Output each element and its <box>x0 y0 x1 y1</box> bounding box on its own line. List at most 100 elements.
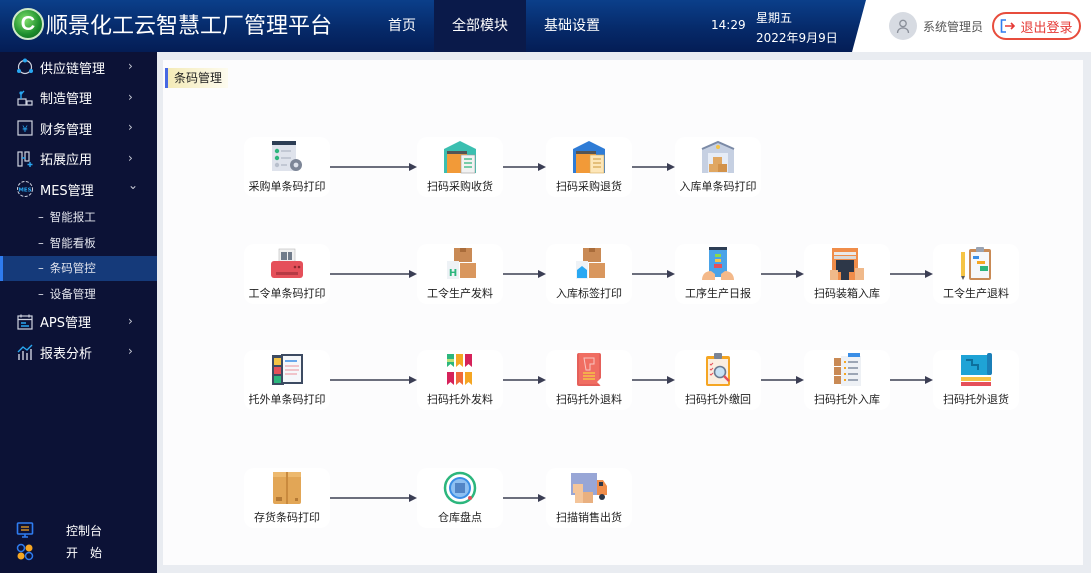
sidebar-item-extension[interactable]: 拓展应用 › <box>0 144 157 175</box>
dash: – <box>38 261 44 276</box>
warehouse-boxes-icon <box>698 138 738 176</box>
console-link[interactable]: 控制台 <box>16 519 146 541</box>
app-title: 顺景化工云智慧工厂管理平台 <box>46 13 333 38</box>
node-label: 入库单条码打印 <box>679 180 757 193</box>
node-label: 采购单条码打印 <box>248 180 326 193</box>
flow-arrow <box>330 163 417 171</box>
sidebar-item-reports[interactable]: 报表分析 › <box>0 337 157 368</box>
flow-arrow <box>503 270 546 278</box>
node-inbound-label-print[interactable]: 入库标签打印 <box>546 244 632 304</box>
node-warehouse-stocktake[interactable]: 仓库盘点 <box>417 468 503 528</box>
sidebar-item-finance[interactable]: ¥ 财务管理 › <box>0 113 157 144</box>
flow-arrow <box>890 376 933 384</box>
sidebar-item-manufacturing[interactable]: 制造管理 › <box>0 83 157 114</box>
node-work-order-barcode-print[interactable]: 工令单条码打印 <box>244 244 330 304</box>
logout-icon <box>1001 19 1016 33</box>
blueprint-ruler-icon <box>956 351 996 389</box>
sidebar-sub-smart-report[interactable]: –智能报工 <box>0 205 157 231</box>
avatar-icon[interactable] <box>889 12 917 40</box>
dash: – <box>38 235 44 250</box>
sidebar-item-label: 制造管理 <box>40 92 93 108</box>
node-label: 仓库盘点 <box>438 511 482 524</box>
sidebar-item-label: 财务管理 <box>40 122 93 138</box>
logout-label: 退出登录 <box>1020 20 1073 36</box>
dash: – <box>38 210 44 225</box>
top-header: C 顺景化工云智慧工厂管理平台 首页 全部模块 基础设置 14:29 星期五 2… <box>0 0 1091 52</box>
node-label: 扫码托外退料 <box>556 393 622 406</box>
barcode-printer-icon <box>267 245 307 283</box>
svg-text:H: H <box>449 268 457 279</box>
sidebar-sub-smart-board[interactable]: –智能看板 <box>0 230 157 256</box>
nav-basic-settings[interactable]: 基础设置 <box>544 18 600 34</box>
logo-icon: C <box>12 8 44 40</box>
sidebar: 供应链管理 › 制造管理 › ¥ 财务管理 › 拓展应用 › MES MES管理… <box>0 52 157 573</box>
sidebar-item-label: 报表分析 <box>40 346 93 362</box>
node-scan-packing-inbound[interactable]: 扫码装箱入库 <box>804 244 890 304</box>
nav-all-modules[interactable]: 全部模块 <box>434 0 526 52</box>
sub-label: 条码管控 <box>49 261 96 276</box>
logout-button[interactable]: 退出登录 <box>992 12 1081 40</box>
node-outsource-barcode-print[interactable]: 托外单条码打印 <box>244 350 330 410</box>
flow-arrow <box>330 494 417 502</box>
node-scan-outsource-return-goods[interactable]: 扫码托外退货 <box>933 350 1019 410</box>
node-label: 扫码采购收货 <box>427 180 493 193</box>
chart-icon <box>16 343 34 361</box>
top-nav: 首页 全部模块 基础设置 <box>370 0 618 52</box>
flow-arrow <box>632 163 675 171</box>
chevron-right-icon: › <box>128 120 133 134</box>
node-label: 工令生产退料 <box>943 287 1009 300</box>
dash: – <box>38 286 44 301</box>
sidebar-item-label: MES管理 <box>40 183 94 199</box>
sidebar-item-supply-chain[interactable]: 供应链管理 › <box>0 52 157 83</box>
sidebar-sub-barcode-control[interactable]: –条码管控 <box>0 255 157 281</box>
node-scan-purchase-receive[interactable]: 扫码采购收货 <box>417 137 503 197</box>
svg-text:MES: MES <box>18 188 31 194</box>
node-label: 扫码托外入库 <box>814 393 880 406</box>
main-content: 条码管理 采购单条码打印 扫码采购收货 扫码采购退货 入库单条码打印 工令单条码… <box>163 60 1083 565</box>
node-purchase-barcode-print[interactable]: 采购单条码打印 <box>244 137 330 197</box>
flow-arrow <box>330 270 417 278</box>
node-scan-outsource-return-in[interactable]: 扫码托外缴回 <box>675 350 761 410</box>
flow-arrow <box>632 270 675 278</box>
node-process-daily-report[interactable]: 工序生产日报 <box>675 244 761 304</box>
node-label: 入库标签打印 <box>556 287 622 300</box>
warehouse-return-icon <box>569 138 609 176</box>
node-label: 扫描销售出货 <box>556 511 622 524</box>
finance-icon: ¥ <box>16 119 34 137</box>
flow-arrow <box>503 494 546 502</box>
clock-time: 14:29 <box>711 18 746 32</box>
date-block: 星期五 2022年9月9日 <box>756 8 838 48</box>
start-link[interactable]: 开 始 <box>16 541 146 563</box>
node-label: 扫码装箱入库 <box>814 287 880 300</box>
sidebar-item-aps[interactable]: APS管理 › <box>0 307 157 338</box>
node-scan-sales-shipment[interactable]: 扫描销售出货 <box>546 468 632 528</box>
user-info[interactable]: 系统管理员 <box>889 12 983 40</box>
sidebar-item-label: 拓展应用 <box>40 153 93 169</box>
node-inventory-barcode-print[interactable]: 存货条码打印 <box>244 468 330 528</box>
packing-conveyor-icon <box>827 245 867 283</box>
sub-label: 设备管理 <box>49 286 96 301</box>
sidebar-item-mes[interactable]: MES MES管理 ⌄ <box>0 174 157 205</box>
flow-arrow <box>761 376 804 384</box>
sidebar-item-label: APS管理 <box>40 316 91 332</box>
node-work-order-material-return[interactable]: 工令生产退料 <box>933 244 1019 304</box>
node-label: 扫码采购退货 <box>556 180 622 193</box>
sidebar-sub-equipment[interactable]: –设备管理 <box>0 281 157 307</box>
supply-chain-icon <box>16 58 34 76</box>
nav-home[interactable]: 首页 <box>388 18 416 34</box>
flow-arrow <box>632 376 675 384</box>
shelf-list-icon <box>827 351 867 389</box>
flow-arrow <box>330 376 417 384</box>
chevron-right-icon: › <box>128 344 133 358</box>
barcode-scan-cycle-icon <box>440 469 480 507</box>
node-scan-outsource-inbound[interactable]: 扫码托外入库 <box>804 350 890 410</box>
sidebar-bottom: 控制台 开 始 <box>16 519 146 563</box>
node-scan-purchase-return[interactable]: 扫码采购退货 <box>546 137 632 197</box>
boxes-document-icon: H <box>440 245 480 283</box>
node-label: 工令生产发料 <box>427 287 493 300</box>
node-scan-outsource-issue[interactable]: 扫码托外发料 <box>417 350 503 410</box>
node-scan-outsource-return-material[interactable]: 扫码托外退料 <box>546 350 632 410</box>
node-work-order-material-issue[interactable]: H 工令生产发料 <box>417 244 503 304</box>
node-inbound-barcode-print[interactable]: 入库单条码打印 <box>675 137 761 197</box>
